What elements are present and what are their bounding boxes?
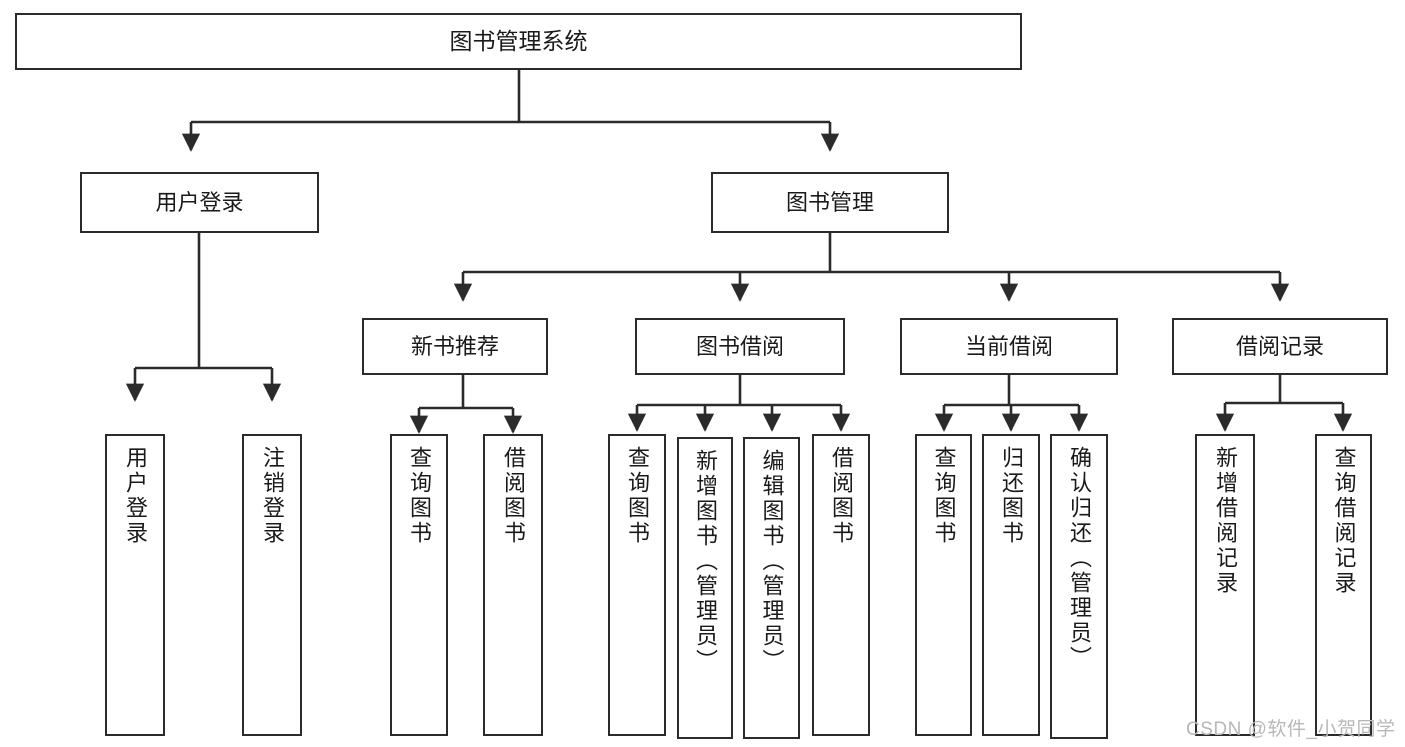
node-label: 查询图书 [407,446,432,546]
node-new-book-recommend[interactable]: 新书推荐 [362,318,548,375]
leaf-query-borrow-record[interactable]: 查询借阅记录 [1315,434,1372,736]
leaf-borrow-book[interactable]: 借阅图书 [812,434,870,736]
node-label: 图书借阅 [695,333,784,359]
leaf-add-book-admin[interactable]: 新增图书（管理员） [677,437,733,739]
node-label: 借阅记录 [1235,333,1324,359]
node-label: 编辑图书（管理员） [759,449,785,674]
node-label: 归还图书 [999,446,1024,546]
node-book-borrow[interactable]: 图书借阅 [635,318,845,375]
node-label: 图书管理 [785,189,874,215]
leaf-borrow-book-new[interactable]: 借阅图书 [483,434,543,736]
node-label: 图书管理系统 [449,27,588,54]
node-label: 查询图书 [625,446,650,546]
node-label: 用户登录 [155,189,244,215]
csdn-watermark: CSDN @软件_小贺同学 [1186,719,1396,740]
node-book-management[interactable]: 图书管理 [711,172,949,233]
leaf-query-book-new[interactable]: 查询图书 [390,434,448,736]
node-root-book-management-system[interactable]: 图书管理系统 [15,13,1022,70]
leaf-return-book[interactable]: 归还图书 [982,434,1040,736]
node-current-borrow[interactable]: 当前借阅 [900,318,1118,375]
node-label: 注销登录 [260,446,285,546]
node-user-login[interactable]: 用户登录 [80,172,319,233]
leaf-user-login[interactable]: 用户登录 [105,434,165,736]
node-label: 新增借阅记录 [1213,446,1238,596]
leaf-query-book[interactable]: 查询图书 [608,434,666,736]
node-borrow-record[interactable]: 借阅记录 [1172,318,1388,375]
node-label: 借阅图书 [501,446,526,546]
node-label: 借阅图书 [829,446,854,546]
node-label: 用户登录 [123,446,148,546]
leaf-query-book-current[interactable]: 查询图书 [915,434,972,736]
node-label: 查询图书 [931,446,957,546]
node-label: 确认归还（管理员） [1067,446,1092,671]
leaf-add-borrow-record[interactable]: 新增借阅记录 [1195,434,1255,736]
leaf-edit-book-admin[interactable]: 编辑图书（管理员） [743,437,800,739]
leaf-logout[interactable]: 注销登录 [242,434,302,736]
leaf-confirm-return-admin[interactable]: 确认归还（管理员） [1050,434,1108,739]
node-label: 新增图书（管理员） [693,449,718,674]
node-label: 当前借阅 [964,333,1053,359]
node-label: 新书推荐 [410,333,499,359]
node-label: 查询借阅记录 [1331,446,1357,596]
